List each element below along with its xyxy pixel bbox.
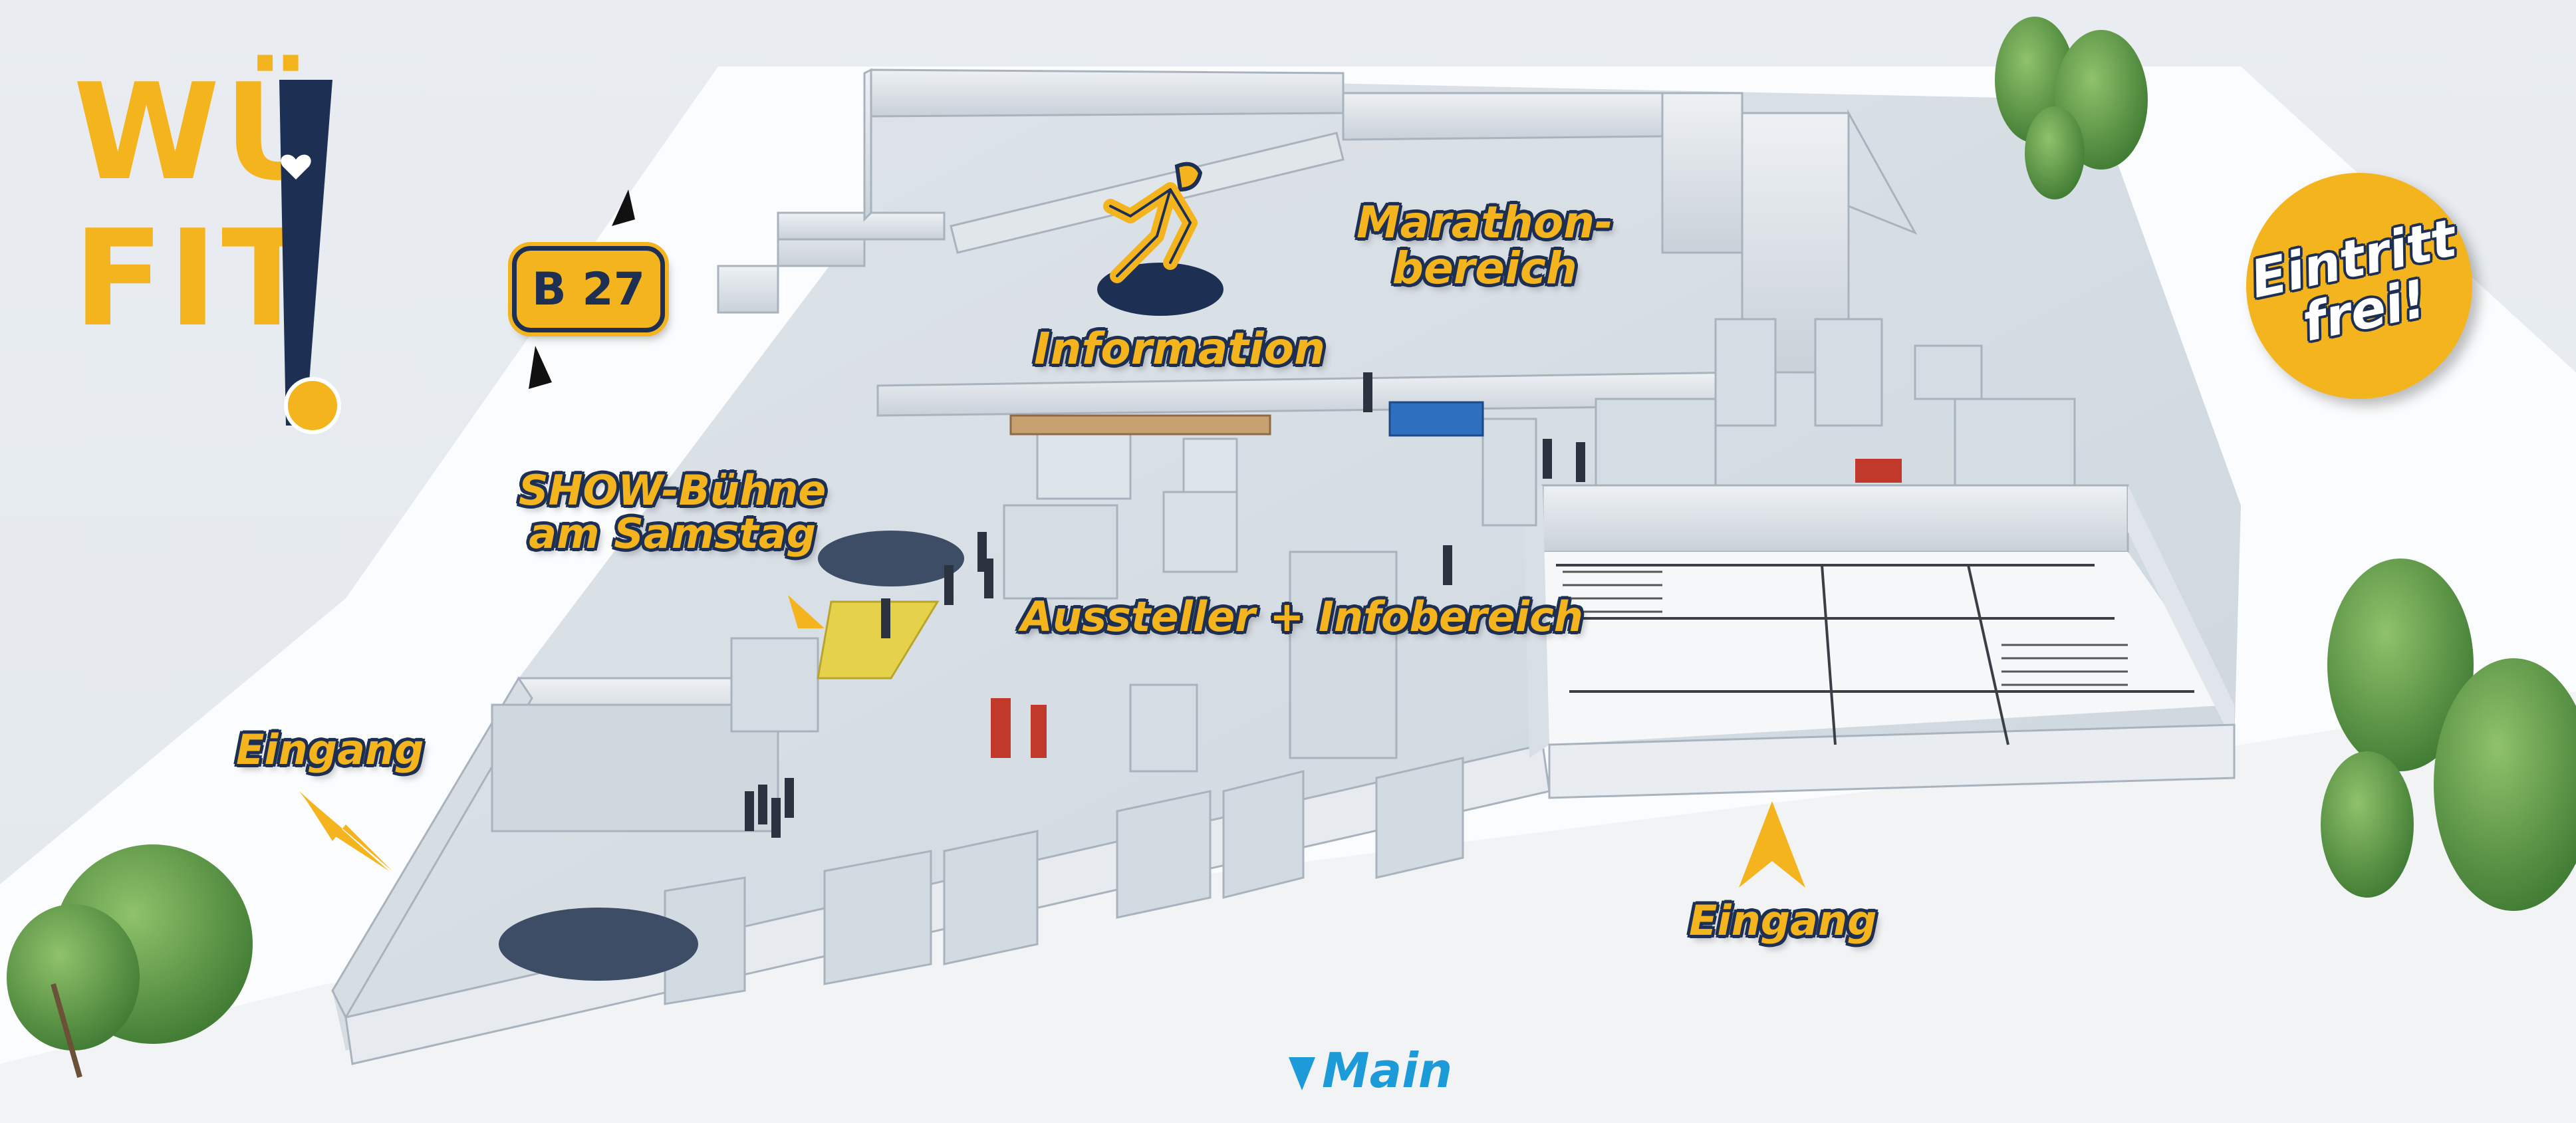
- visitors: [745, 372, 1585, 838]
- bench: [1009, 414, 1271, 436]
- entrance-left-label: Eingang: [236, 725, 424, 774]
- road-sign-b27: B 27: [512, 246, 665, 332]
- logo-line2: FIT: [73, 201, 317, 356]
- tree-icon: [1995, 17, 2148, 199]
- ping-pong-table: [1388, 401, 1484, 437]
- road-direction-icon: [529, 189, 635, 389]
- right-hall: [1523, 484, 2236, 799]
- booths: [491, 109, 2076, 832]
- logo-graphic: [279, 80, 341, 434]
- ground-shadow: [0, 691, 2576, 1123]
- car: [818, 531, 964, 586]
- marathon-label-line2: bereich: [1392, 243, 1577, 295]
- river-label: Main: [1283, 1043, 1452, 1098]
- ball-icon: [284, 377, 341, 434]
- marathon-hall: [876, 132, 1743, 417]
- information-label: Information: [1034, 323, 1325, 374]
- logo-bar-icon: [279, 80, 332, 426]
- tree-icon: [2321, 559, 2576, 911]
- heart-icon: [281, 154, 311, 180]
- show-stage-label: SHOW-Bühne am Samstag: [519, 469, 826, 555]
- exhibitor-label: Aussteller + Infobereich: [1021, 592, 1583, 641]
- show-stage-mat: [817, 600, 940, 680]
- marathon-label: Marathon- bereich: [1356, 199, 1613, 292]
- runner-icon: [1097, 162, 1224, 316]
- marathon-label-line1: Marathon-: [1356, 197, 1613, 248]
- car: [499, 908, 698, 981]
- entrance-left-arrow-icon: [299, 791, 392, 871]
- logo: WÜ FIT: [73, 66, 352, 459]
- river-arrow-icon: [1289, 1057, 1315, 1090]
- river-label-text: Main: [1322, 1043, 1453, 1098]
- show-arrow-icon: [788, 595, 825, 628]
- gym-equipment: [991, 459, 1902, 758]
- tree-icon: [7, 844, 253, 1078]
- entrance-bottom-label: Eingang: [1689, 896, 1877, 945]
- front-booths: [664, 757, 1464, 1005]
- entrance-bottom-arrow-icon: [1739, 801, 1805, 888]
- show-label-line2: am Samstag: [529, 509, 817, 559]
- show-label-line1: SHOW-Bühne: [519, 466, 827, 515]
